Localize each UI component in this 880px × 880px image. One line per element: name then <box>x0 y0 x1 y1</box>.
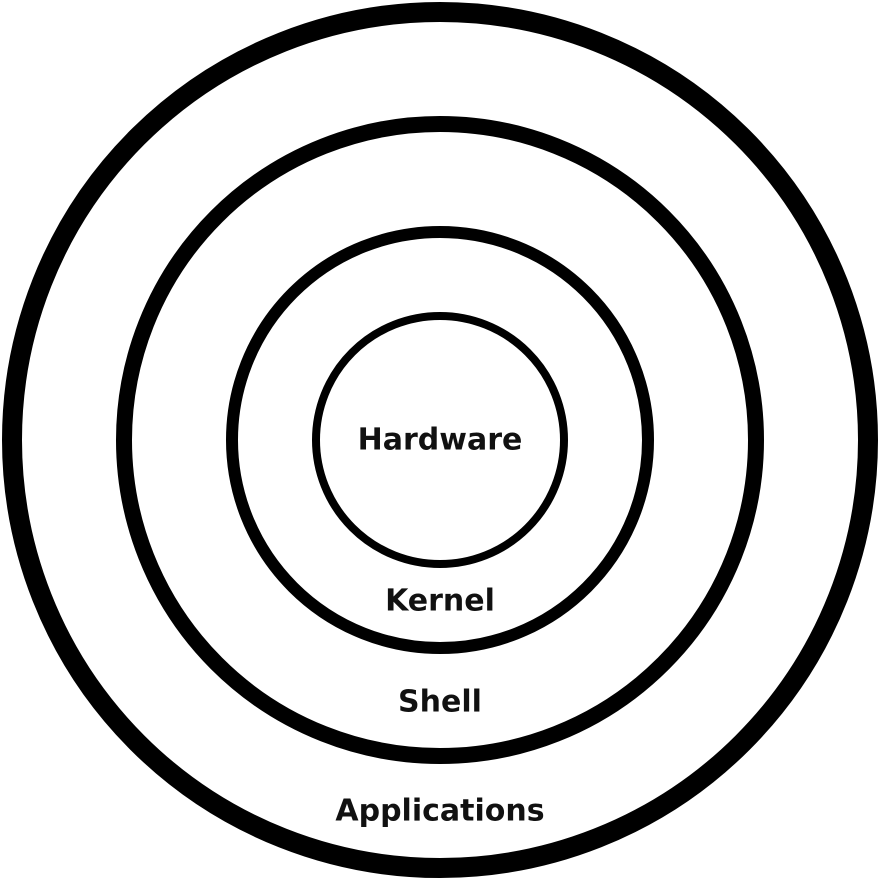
kernel-label: Kernel <box>385 584 495 619</box>
shell-label: Shell <box>398 685 482 720</box>
hardware-ring <box>312 312 568 568</box>
kernel-ring <box>226 226 654 654</box>
applications-label: Applications <box>335 794 544 829</box>
shell-ring <box>116 116 764 764</box>
hardware-label: Hardware <box>358 423 523 458</box>
